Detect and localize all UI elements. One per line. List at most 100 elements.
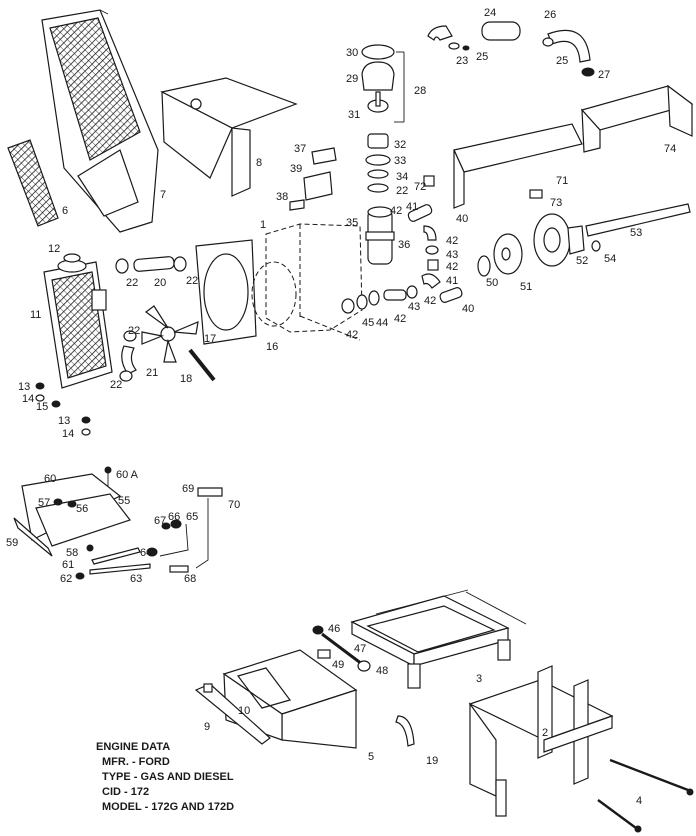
callout-72: 72 <box>414 181 426 193</box>
callout-38: 38 <box>276 191 288 203</box>
side-panel-right <box>580 84 694 153</box>
air-cleaner-cap <box>361 44 405 123</box>
hood-cover <box>160 77 298 197</box>
callout-39: 39 <box>290 163 302 175</box>
intake-hoses <box>341 204 463 314</box>
air-cleaner-body <box>365 206 395 265</box>
callout-20: 20 <box>154 277 166 289</box>
callout-42e: 42 <box>394 313 406 325</box>
callout-48: 48 <box>376 665 388 677</box>
callout-40a: 40 <box>456 213 468 225</box>
battery-hardware <box>53 466 151 580</box>
fan <box>141 305 199 363</box>
callout-4: 4 <box>636 795 642 807</box>
callout-22b: 22 <box>186 275 198 287</box>
callout-42c: 42 <box>446 261 458 273</box>
callout-41a: 41 <box>406 201 418 213</box>
callout-13b: 13 <box>58 415 70 427</box>
callout-49: 49 <box>332 659 344 671</box>
callout-55: 55 <box>118 495 130 507</box>
callout-40b: 40 <box>462 303 474 315</box>
callout-44: 44 <box>376 317 388 329</box>
callout-14a: 14 <box>22 393 34 405</box>
callout-60a: 60 A <box>116 469 139 481</box>
callout-6: 6 <box>62 205 68 217</box>
callout-42d: 42 <box>424 295 436 307</box>
engine-data-mfr: MFR. - FORD <box>102 756 170 768</box>
air-cleaner-parts <box>365 133 391 193</box>
fan-shroud <box>195 239 257 345</box>
callout-67: 67 <box>154 515 166 527</box>
callout-59: 59 <box>6 537 18 549</box>
callout-27: 27 <box>598 69 610 81</box>
callout-71: 71 <box>556 175 568 187</box>
brackets <box>289 147 337 211</box>
engine-data-model: MODEL - 172G AND 172D <box>102 801 235 813</box>
callout-31: 31 <box>348 109 360 121</box>
callout-17: 17 <box>204 333 216 345</box>
engine-data-heading: ENGINE DATA <box>96 741 171 753</box>
callout-10: 10 <box>238 705 250 717</box>
callout-21: 21 <box>146 367 158 379</box>
callout-69: 69 <box>182 483 194 495</box>
callout-37: 37 <box>294 143 306 155</box>
callout-14b: 14 <box>62 428 74 440</box>
callout-19: 19 <box>426 755 438 767</box>
callout-8: 8 <box>256 157 262 169</box>
fuel-filter-lines <box>146 487 223 573</box>
radiator <box>43 259 113 389</box>
strap <box>395 715 415 747</box>
callout-28: 28 <box>414 85 426 97</box>
callout-22a: 22 <box>126 277 138 289</box>
callout-54: 54 <box>604 253 616 265</box>
callout-60: 60 <box>44 473 56 485</box>
callout-36: 36 <box>398 239 410 251</box>
callout-25b: 25 <box>556 55 568 67</box>
callout-45: 45 <box>362 317 374 329</box>
callout-52: 52 <box>576 255 588 267</box>
callout-23: 23 <box>456 55 468 67</box>
callout-1: 1 <box>260 219 266 231</box>
callout-43a: 43 <box>446 249 458 261</box>
callout-42b: 42 <box>446 235 458 247</box>
callout-70: 70 <box>228 499 240 511</box>
steering-parts <box>312 625 371 672</box>
callout-41b: 41 <box>446 275 458 287</box>
callout-46: 46 <box>328 623 340 635</box>
callout-22e: 22 <box>396 185 408 197</box>
callout-68: 68 <box>184 573 196 585</box>
callout-42a: 42 <box>390 205 402 217</box>
callout-16: 16 <box>266 341 278 353</box>
callout-42f: 42 <box>346 329 358 341</box>
callout-66: 66 <box>168 511 180 523</box>
callout-22c: 22 <box>128 325 140 337</box>
callout-56: 56 <box>76 503 88 515</box>
callout-18: 18 <box>180 373 192 385</box>
callout-9: 9 <box>204 721 210 733</box>
radiator-cap <box>63 253 81 263</box>
rod <box>188 348 216 382</box>
callout-25a: 25 <box>476 51 488 63</box>
callout-32: 32 <box>394 139 406 151</box>
callout-61: 61 <box>62 559 74 571</box>
engine-data-block: ENGINE DATA MFR. - FORD TYPE - GAS AND D… <box>96 740 336 815</box>
pto-group <box>477 203 691 277</box>
callout-3: 3 <box>476 673 482 685</box>
callout-35: 35 <box>346 217 358 229</box>
callout-15: 15 <box>36 401 48 413</box>
callout-33: 33 <box>394 155 406 167</box>
callout-11: 11 <box>30 309 41 321</box>
callout-64: 64 <box>140 547 152 559</box>
callout-13a: 13 <box>18 381 30 393</box>
callout-26: 26 <box>544 9 556 21</box>
callout-34: 34 <box>396 171 408 183</box>
engine-data-cid: CID - 172 <box>102 786 150 798</box>
callout-12: 12 <box>48 243 60 255</box>
muffler <box>427 21 595 77</box>
lower-hose <box>119 330 137 382</box>
engine-outline <box>251 223 363 341</box>
callout-74: 74 <box>664 143 676 155</box>
callout-50: 50 <box>486 277 498 289</box>
callout-43b: 43 <box>408 301 420 313</box>
callout-65: 65 <box>186 511 198 523</box>
